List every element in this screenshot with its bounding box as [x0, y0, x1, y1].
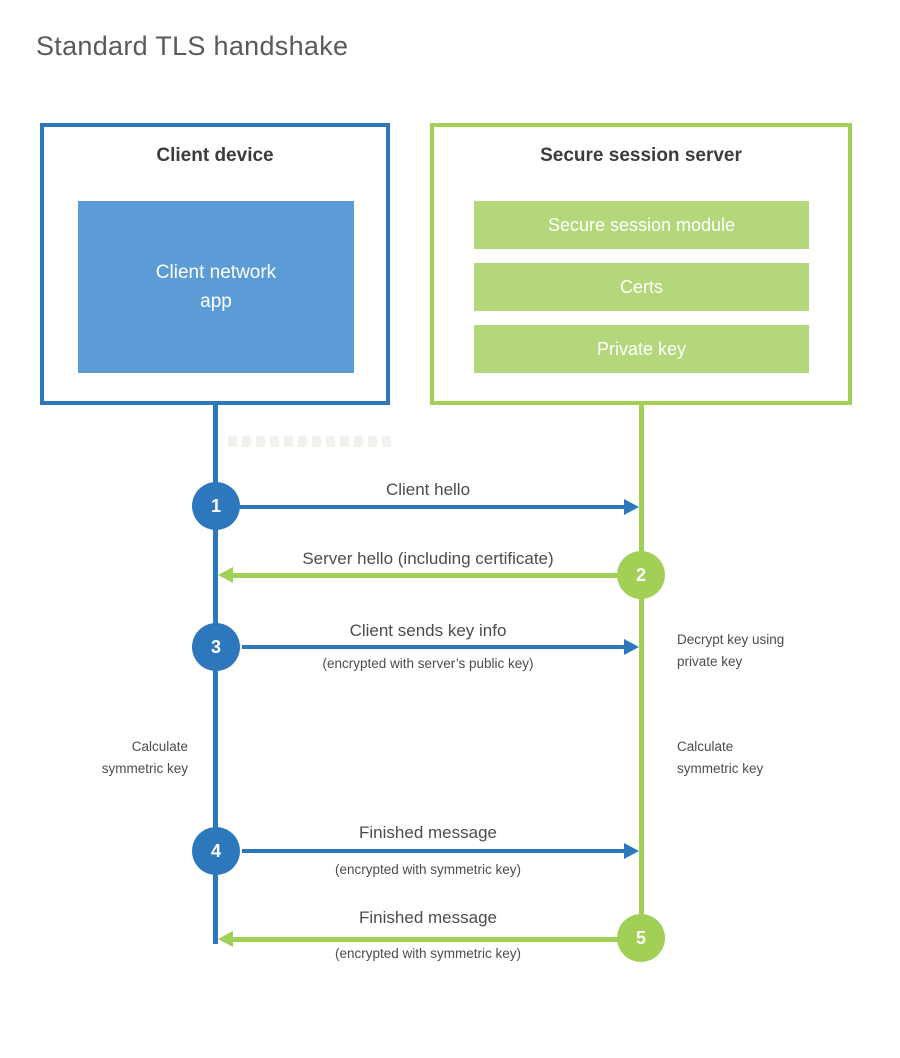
client-network-app-label: Client network app: [155, 261, 277, 312]
secure-session-server-title: Secure session server: [540, 145, 742, 166]
message-label: Finished message: [359, 908, 497, 927]
step-circle: 3: [192, 623, 240, 671]
page-title: Standard TLS handshake: [36, 31, 349, 61]
message-label: Finished message: [359, 823, 497, 842]
arrowhead-right-icon: [624, 843, 639, 859]
client-device-box: Client device Client network app: [40, 123, 390, 405]
note-decrypt-key: Decrypt key using private key: [677, 632, 785, 669]
step-number: 3: [210, 636, 221, 657]
step-circle: 1: [192, 482, 240, 530]
message-label: Client sends key info: [349, 621, 507, 640]
server-lifeline: [639, 403, 644, 938]
client-lifeline: [213, 403, 218, 944]
message-arrow-shaft: [242, 849, 624, 853]
secure-session-server-box: Secure session server Secure session mod…: [430, 123, 852, 405]
step-circle: 5: [617, 914, 665, 962]
faded-artifact: [228, 436, 395, 447]
message-label: Server hello (including certificate): [302, 549, 554, 568]
arrowhead-right-icon: [624, 639, 639, 655]
note-calculate-symmetric-key-right: Calculate symmetric key: [677, 739, 764, 776]
message-label: Client hello: [385, 480, 471, 499]
message-sublabel: (encrypted with symmetric key): [334, 862, 522, 877]
server-module-label: Private key: [596, 338, 687, 359]
step-number: 5: [635, 927, 646, 948]
arrowhead-right-icon: [624, 499, 639, 515]
client-network-app-box: Client network app: [78, 201, 354, 373]
step-number: 4: [210, 840, 221, 861]
server-module-bar: Certs: [474, 263, 809, 311]
message-arrow-shaft: [233, 937, 618, 942]
message-arrow-shaft: [233, 573, 618, 578]
client-device-title: Client device: [156, 145, 274, 166]
message-arrow-shaft: [242, 645, 624, 649]
server-module-bar: Secure session module: [474, 201, 809, 249]
message-arrow-shaft: [240, 505, 624, 509]
server-module-label: Certs: [619, 276, 663, 297]
arrowhead-left-icon: [218, 931, 233, 947]
arrowhead-left-icon: [218, 567, 233, 583]
step-circle: 4: [192, 827, 240, 875]
message-sublabel: (encrypted with symmetric key): [334, 946, 522, 961]
step-number: 2: [635, 564, 646, 585]
server-module-label: Secure session module: [547, 214, 736, 235]
message-sublabel: (encrypted with server’s public key): [322, 656, 534, 671]
step-circle: 2: [617, 551, 665, 599]
step-number: 1: [210, 495, 221, 516]
server-module-bar: Private key: [474, 325, 809, 373]
note-calculate-symmetric-key-left: Calculate symmetric key: [101, 739, 188, 776]
